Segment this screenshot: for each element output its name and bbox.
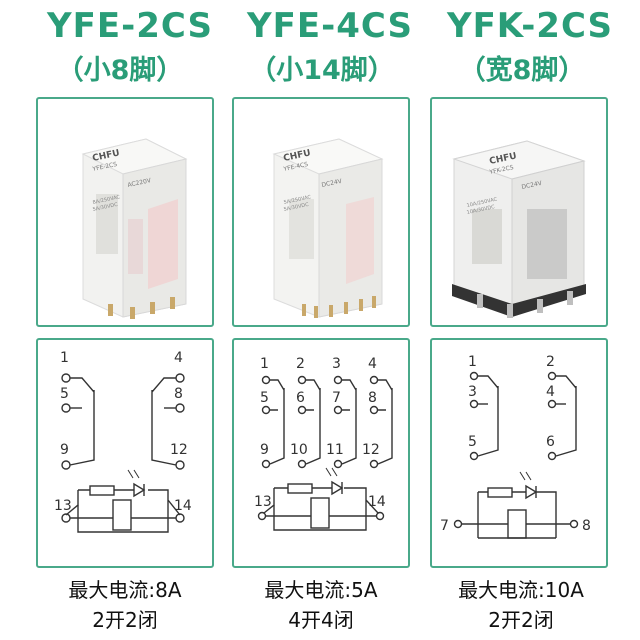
pin-label-5: 5 <box>60 386 69 402</box>
max-current: 最大电流:5A <box>264 578 378 602</box>
wiring-diagram-card: 1 2 3 4 5 6 7 8 9 10 11 12 13 14 <box>232 338 410 568</box>
pin-label-5: 5 <box>468 434 477 450</box>
product-model: YFK-2CS <box>446 6 614 46</box>
pin-label-13: 13 <box>254 494 272 510</box>
relay-photo: CHFU YFE-4CS DC24V 5A/250VAC 5A/30VDC <box>272 138 384 318</box>
product-model: YFE-2CS <box>47 6 213 46</box>
pin-label-14: 14 <box>368 494 386 510</box>
max-current: 最大电流:10A <box>458 578 584 602</box>
pin-label-14: 14 <box>174 498 192 514</box>
pin-label-9: 9 <box>60 442 69 458</box>
relay-label-coil: DC24V <box>521 180 543 191</box>
pin-label-1: 1 <box>260 356 269 372</box>
pin-label-7: 7 <box>332 390 341 406</box>
pin-label-8: 8 <box>368 390 377 406</box>
relay-photo: CHFU YFE-2CS AC220V 8A/250VAC 5A/30VDC <box>48 109 202 319</box>
pin-label-3: 3 <box>468 384 477 400</box>
pin-label-4: 4 <box>546 384 555 400</box>
pin-label-10: 10 <box>290 442 308 458</box>
pin-label-12: 12 <box>170 442 188 458</box>
wiring-diagram: 1 2 3 4 5 6 7 8 <box>440 354 591 539</box>
relay-label-coil: DC24V <box>321 178 343 189</box>
pin-label-4: 4 <box>174 350 183 366</box>
pin-label-2: 2 <box>296 356 305 372</box>
pin-label-2: 2 <box>546 354 555 370</box>
pin-label-1: 1 <box>60 350 69 366</box>
pin-label-5: 5 <box>260 390 269 406</box>
pin-label-1: 1 <box>468 354 477 370</box>
pin-label-6: 6 <box>546 434 555 450</box>
pin-label-4: 4 <box>368 356 377 372</box>
pin-label-12: 12 <box>362 442 380 458</box>
product-model: YFE-4CS <box>247 6 413 46</box>
product-photo-card: CHFU YFE-4CS DC24V 5A/250VAC 5A/30VDC <box>232 97 410 327</box>
relay-label-rating2: 5A/30VDC <box>92 202 119 213</box>
pin-label-9: 9 <box>260 442 269 458</box>
relay-label-coil: AC220V <box>127 177 153 189</box>
wiring-diagram-card: 1 2 3 4 5 6 7 8 <box>430 338 608 568</box>
product-photo-card: CHFU YFK-2CS DC24V 10A/250VAC 10A/30VDC <box>430 97 608 327</box>
wiring-diagram: 1 4 5 8 9 12 13 14 <box>54 350 192 533</box>
pin-label-6: 6 <box>296 390 305 406</box>
pin-label-11: 11 <box>326 442 344 458</box>
contact-config: 2开2闭 <box>488 608 554 632</box>
relay-photo: CHFU YFK-2CS DC24V 10A/250VAC 10A/30VDC <box>452 140 586 318</box>
product-subtitle: （小8脚） <box>56 55 184 86</box>
relay-label-rating2: 5A/30VDC <box>283 202 310 213</box>
pin-label-13: 13 <box>54 498 72 514</box>
contact-config: 2开2闭 <box>92 608 158 632</box>
product-subtitle: （宽8脚） <box>458 55 586 86</box>
relay-label-rating1: 5A/250VAC <box>283 194 312 206</box>
wiring-diagram: 1 2 3 4 5 6 7 8 9 10 11 12 13 14 <box>254 356 393 531</box>
product-photo-card: CHFU YFE-2CS AC220V 8A/250VAC 5A/30VDC <box>36 97 214 327</box>
pin-label-7: 7 <box>440 518 449 534</box>
relay-label-rating1: 8A/250VAC <box>92 194 121 206</box>
max-current: 最大电流:8A <box>68 578 182 602</box>
product-subtitle: （小14脚） <box>249 55 395 86</box>
pin-label-8: 8 <box>582 518 591 534</box>
relay-label-rating2: 10A/30VDC <box>466 204 496 216</box>
contact-config: 4开4闭 <box>288 608 354 632</box>
pin-label-3: 3 <box>332 356 341 372</box>
pin-label-8: 8 <box>174 386 183 402</box>
wiring-diagram-card: 1 4 5 8 9 12 13 14 <box>36 338 214 568</box>
